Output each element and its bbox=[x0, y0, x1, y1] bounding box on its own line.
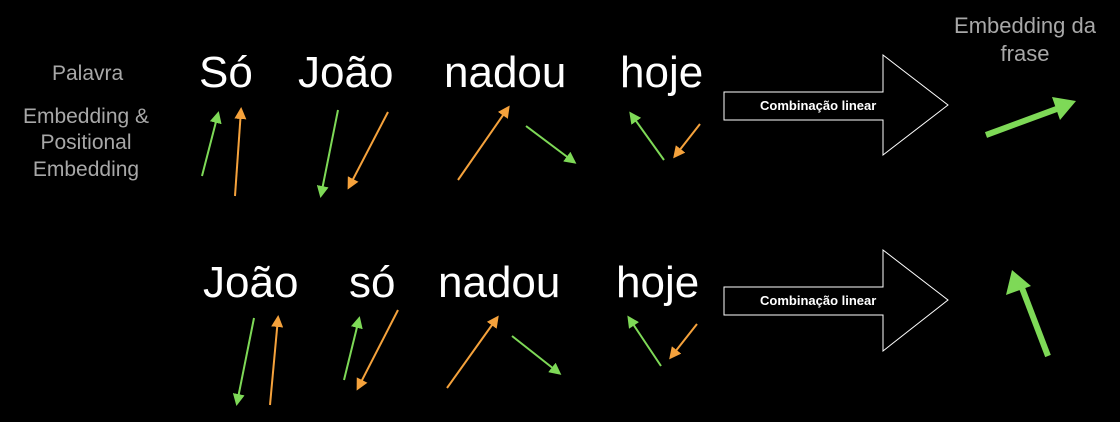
row1-word4-position-arrow bbox=[673, 123, 701, 159]
row2-word1-position-arrow bbox=[269, 315, 284, 406]
row2-word3-position-arrow bbox=[446, 315, 499, 389]
sentence-embedding-title-line-1: Embedding da bbox=[954, 13, 1096, 38]
row2-word-4: hoje bbox=[616, 258, 700, 307]
row1-sentence-embedding-arrowhead bbox=[1052, 97, 1076, 120]
row1-word1-position-arrow bbox=[234, 107, 247, 197]
word-row-label: Palavra bbox=[52, 62, 124, 85]
row2-word-3: nadou bbox=[438, 258, 561, 307]
row2-combination-label: Combinação linear bbox=[760, 293, 877, 308]
row1-combination-label: Combinação linear bbox=[760, 98, 877, 113]
row1-word-4: hoje bbox=[620, 48, 704, 97]
row2-word2-position-arrow bbox=[356, 309, 399, 391]
row2-sentence-embedding-arrow bbox=[1019, 286, 1051, 358]
row1-sentence-embedding-arrow bbox=[984, 104, 1064, 138]
row2-word4-position-arrow bbox=[669, 323, 698, 360]
row2-word-2: só bbox=[349, 258, 396, 307]
row1-word4-embedding-arrow bbox=[629, 111, 665, 161]
row2-word4-embedding-arrow bbox=[627, 315, 662, 367]
row1-word-1: Só bbox=[199, 48, 253, 97]
row1-combination-arrow bbox=[723, 53, 949, 157]
row1-word3-position-arrow bbox=[457, 105, 510, 181]
row2-word2-embedding-arrow bbox=[343, 316, 363, 381]
row2-combination-arrow bbox=[723, 248, 949, 353]
row2-word1-embedding-arrow bbox=[232, 317, 255, 406]
row2-word3-embedding-arrow bbox=[511, 335, 562, 375]
embedding-label-line-1: Embedding & bbox=[22, 105, 150, 128]
row1-word-3: nadou bbox=[444, 48, 567, 97]
row1-word-2: João bbox=[298, 48, 394, 97]
sentence-embedding-title: Embedding da frase bbox=[940, 12, 1110, 67]
embedding-row-label: Embedding & Positional Embedding bbox=[8, 104, 164, 183]
row1-word3-embedding-arrow bbox=[525, 125, 577, 164]
row2-word-1: João bbox=[203, 258, 299, 307]
sentence-embedding-title-line-2: frase bbox=[1000, 40, 1050, 66]
row1-word2-position-arrow bbox=[347, 111, 389, 190]
row2-sentence-embedding-arrowhead bbox=[1006, 270, 1031, 295]
embedding-label-line-3: Embedding bbox=[32, 157, 140, 181]
row1-word2-embedding-arrow bbox=[316, 109, 339, 198]
embedding-label-line-2: Positional bbox=[40, 131, 132, 155]
row1-word1-embedding-arrow bbox=[201, 111, 222, 177]
